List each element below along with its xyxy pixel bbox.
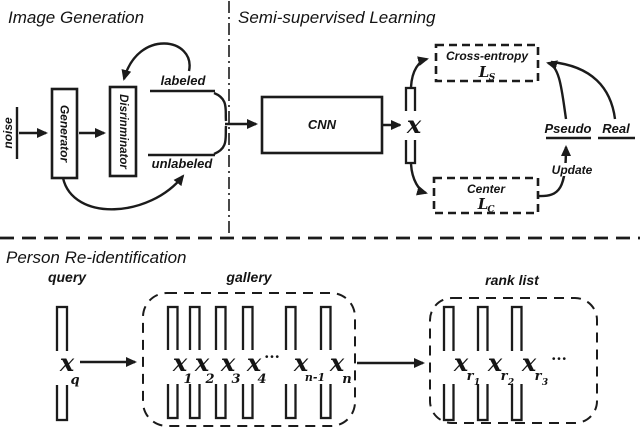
feature-label: x (406, 110, 422, 139)
real-label: Real (602, 121, 630, 136)
cross-entropy-loss-subscript: S (489, 73, 496, 83)
noise-label: noise (1, 117, 15, 149)
query-feature-symbol: x (59, 348, 75, 377)
pseudo-to-crossentropy-arrow (546, 60, 568, 120)
rank-ellipsis: ··· (551, 350, 567, 368)
rank-feature-1-subsubscript: 1 (474, 378, 480, 388)
feature-to-center-arrow (409, 163, 428, 196)
feature-to-crossentropy-arrow (409, 56, 429, 88)
query-label-patch (51, 351, 78, 385)
labeled-to-discriminator-arrow (121, 42, 191, 81)
rank-feature-2-symbol: x (487, 348, 503, 377)
gallery-ellipsis: ··· (264, 348, 280, 366)
unlabeled-merge-curve (213, 125, 228, 156)
rank-list-title: rank list (485, 272, 540, 288)
gallery-feature-1-subscript: 1 (183, 372, 192, 387)
gallery-feature-4-symbol: x (246, 348, 262, 377)
image-generation-section: Image Generation noise Generator Disrinm… (1, 8, 258, 211)
generator-to-unlabeled-arrow (61, 174, 185, 211)
cnn-label: CNN (308, 117, 337, 132)
image-generation-title: Image Generation (8, 8, 144, 27)
rank-feature-3-subsubscript: 3 (542, 378, 548, 388)
gallery-title: gallery (225, 269, 272, 285)
pseudo-label: Pseudo (545, 121, 592, 136)
discriminator-label: Disrinminator (117, 94, 129, 169)
rank-feature-1-subscript: r (467, 369, 475, 384)
labeled-merge-curve (213, 91, 228, 122)
unlabeled-label: unlabeled (152, 156, 214, 171)
person-reid-section: Person Re-identification query gallery r… (6, 248, 598, 427)
center-label: Center (467, 182, 506, 196)
cross-entropy-box (434, 43, 540, 83)
labeled-label: labeled (161, 73, 207, 88)
discriminator-box (108, 85, 138, 178)
rank-feature-3-symbol: x (521, 348, 537, 377)
rank-feature-2-subsubscript: 2 (507, 378, 514, 388)
gallery-feature-2-subscript: 2 (204, 372, 214, 387)
gallery-feature-5-symbol: x (293, 348, 309, 377)
rank-feature-3-subscript: r (535, 369, 543, 384)
update-label-patch (550, 163, 596, 176)
semi-supervised-section: Semi-supervised Learning CNN x Cross-ent… (238, 8, 635, 215)
gallery-box (142, 292, 356, 427)
gallery-feature-3-symbol: x (220, 348, 236, 377)
gallery-labels-patch (164, 350, 348, 384)
query-title: query (48, 269, 87, 285)
gallery-feature-3-subscript: 3 (231, 372, 240, 387)
feature-label-patch (401, 111, 422, 140)
center-loss-symbol: L (477, 195, 489, 213)
update-label: Update (552, 163, 593, 177)
center-loss-subscript: C (487, 205, 495, 215)
rank-feature-2-subscript: r (501, 369, 509, 384)
real-to-crossentropy-curve (550, 60, 617, 120)
gallery-feature-4-subscript: 4 (257, 372, 266, 387)
cross-entropy-label: Cross-entropy (446, 49, 529, 63)
gallery-feature-6-symbol: x (329, 348, 345, 377)
gallery-feature-1-symbol: x (172, 348, 188, 377)
rank-labels-patch (440, 351, 530, 384)
cross-entropy-loss-symbol: L (478, 63, 490, 81)
query-feature-subscript: q (70, 373, 79, 388)
generator-label: Generator (58, 105, 72, 164)
center-to-pseudo-update-arrow (537, 145, 571, 198)
center-box (432, 176, 540, 215)
gallery-feature-5-subscript: n-1 (305, 371, 325, 384)
rank-feature-1-symbol: x (453, 348, 469, 377)
gallery-feature-6-subscript: n (342, 372, 351, 387)
gallery-feature-2-symbol: x (194, 348, 210, 377)
person-reid-title: Person Re-identification (6, 248, 186, 267)
cnn-box (260, 95, 384, 155)
generator-box (50, 87, 79, 180)
semi-supervised-title: Semi-supervised Learning (238, 8, 436, 27)
